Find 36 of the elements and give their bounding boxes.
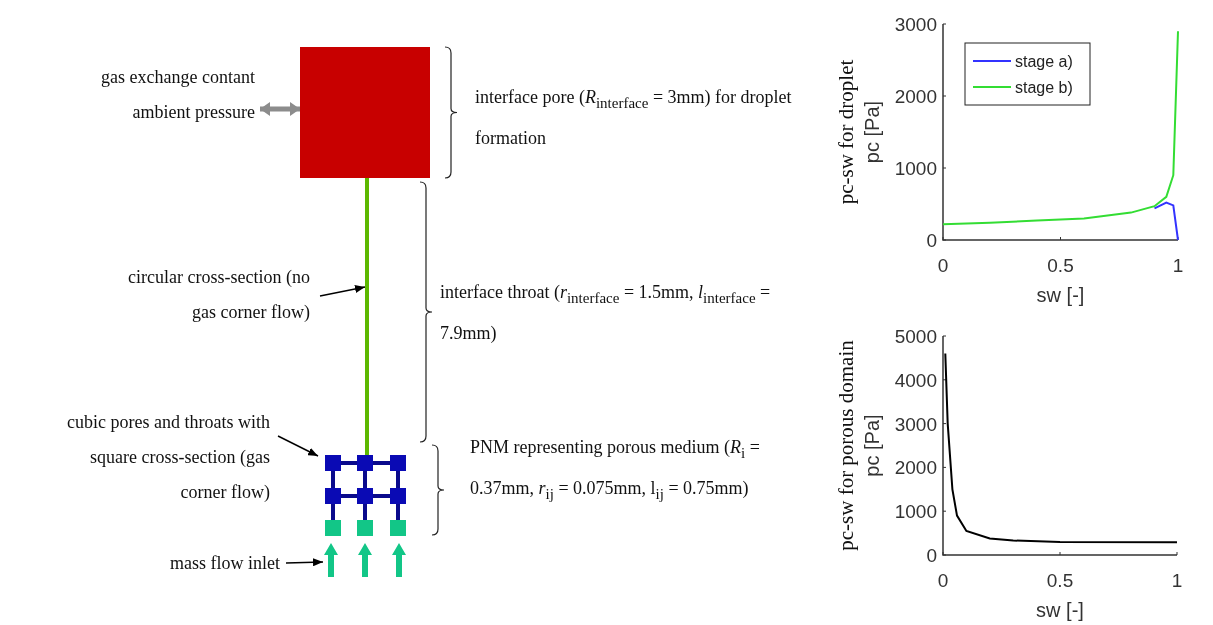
node-caption: interface pore (R$_{interface}$ = 3mm) for droplet formation — [475, 86, 793, 150]
arrow — [319, 285, 366, 297]
arrow — [285, 558, 324, 567]
tick-label: 0.5 — [1046, 570, 1074, 591]
chart-title: pc-sw for droplet — [834, 59, 858, 205]
legend-label: stage b) — [1015, 79, 1073, 96]
pore-box — [300, 47, 430, 178]
axis-title: pc [Pa] — [861, 100, 883, 164]
axis-title: sw [-] — [1036, 599, 1084, 621]
tick-label: 0 — [926, 545, 937, 566]
tick-label: 2000 — [894, 457, 937, 479]
node-caption: interface throat (r$_{interface}$ = 1.5mm, l$_{interface}$ = 7.9mm) — [440, 281, 772, 345]
chart-title: pc-sw for porous domain — [834, 340, 858, 551]
tick-label: 1000 — [894, 158, 937, 179]
tick-label: 0 — [926, 230, 937, 251]
tick-label: 3000 — [894, 14, 937, 35]
tick-label: 1000 — [894, 501, 937, 523]
arrow — [277, 435, 319, 457]
annotation-text: circular cross-section (no gas corner flow) — [110, 260, 310, 330]
annotation-text: mass flow inlet — [100, 546, 280, 581]
axis-title: sw [-] — [1036, 284, 1085, 306]
tick-label: 2000 — [894, 86, 937, 107]
tick-label: 1 — [1171, 570, 1183, 591]
tick-label: 3000 — [894, 413, 937, 435]
tick-label: 0.5 — [1047, 255, 1074, 276]
tick-label: 4000 — [894, 369, 937, 391]
tick-label: 0 — [937, 255, 949, 276]
annotation-text: cubic pores and throats with square cross-section (gas corner flow) — [40, 405, 270, 510]
tick-label: 5000 — [894, 326, 937, 347]
legend-label: stage a) — [1015, 53, 1073, 70]
tick-label: 1 — [1172, 255, 1184, 276]
tick-label: 0 — [937, 570, 949, 591]
annotation-text: gas exchange contant ambient pressure — [50, 60, 255, 130]
axis-title: pc [Pa] — [861, 414, 883, 477]
double-arrow — [260, 102, 300, 116]
node-caption: PNM representing porous medium (R$_{i}$ = 0.37mm, r$_{ij}$ = 0.075mm, l$_{ij}$ = 0.75mm) — [470, 436, 761, 504]
